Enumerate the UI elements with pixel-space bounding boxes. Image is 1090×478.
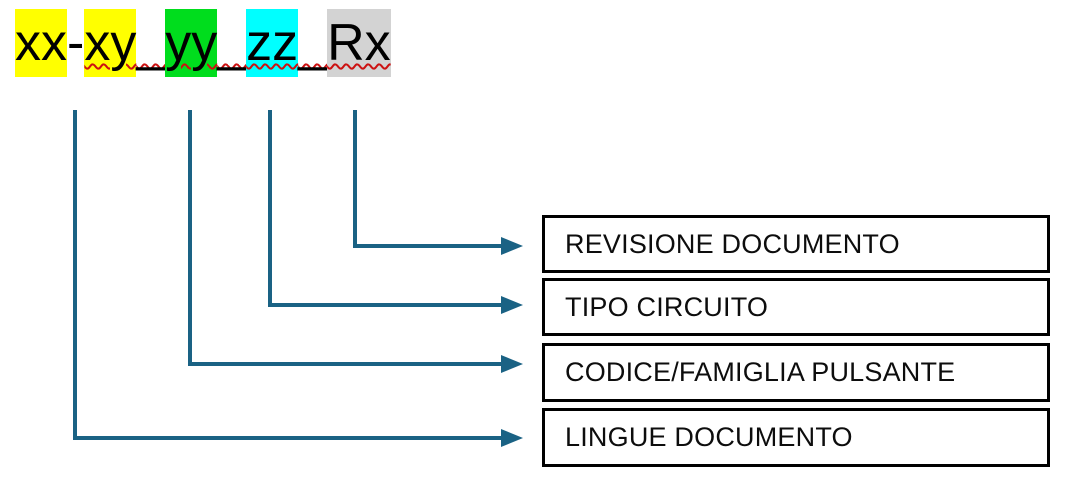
code-segment-hyphen: - (67, 14, 85, 72)
code-segment-rx: Rx (327, 9, 391, 77)
code-segment-underscore-1: _ (136, 14, 166, 72)
legend-label: REVISIONE DOCUMENTO (565, 228, 900, 259)
legend-label: CODICE/FAMIGLIA PULSANTE (565, 357, 956, 387)
spellcheck-squiggle-group: xy_yy_zz_Rx (84, 9, 391, 77)
legend-box-revisione-documento: REVISIONE DOCUMENTO (542, 215, 1050, 273)
arrow-xxxy-to-lingue (73, 110, 523, 447)
legend-box-codice-famiglia-pulsante: CODICE/FAMIGLIA PULSANTE (542, 343, 1050, 402)
code-segment-yy: yy (165, 9, 218, 77)
arrow-rx-to-revisione (353, 110, 523, 255)
legend-label: LINGUE DOCUMENTO (565, 422, 853, 452)
code-segment-zz: zz (246, 9, 299, 77)
filename-code: xx-xy_yy_zz_Rx (15, 7, 391, 79)
arrow-yy-to-codice-famiglia (188, 110, 523, 373)
legend-box-lingue-documento: LINGUE DOCUMENTO (542, 408, 1050, 467)
code-segment-xx: xx (15, 9, 67, 77)
code-segment-xy: xy (84, 9, 137, 77)
arrow-zz-to-tipo-circuito (268, 110, 523, 314)
code-segment-underscore-2: _ (217, 14, 247, 72)
legend-label: TIPO CIRCUITO (565, 291, 769, 322)
legend-box-tipo-circuito: TIPO CIRCUITO (542, 278, 1050, 336)
code-segment-underscore-3: _ (298, 14, 328, 72)
